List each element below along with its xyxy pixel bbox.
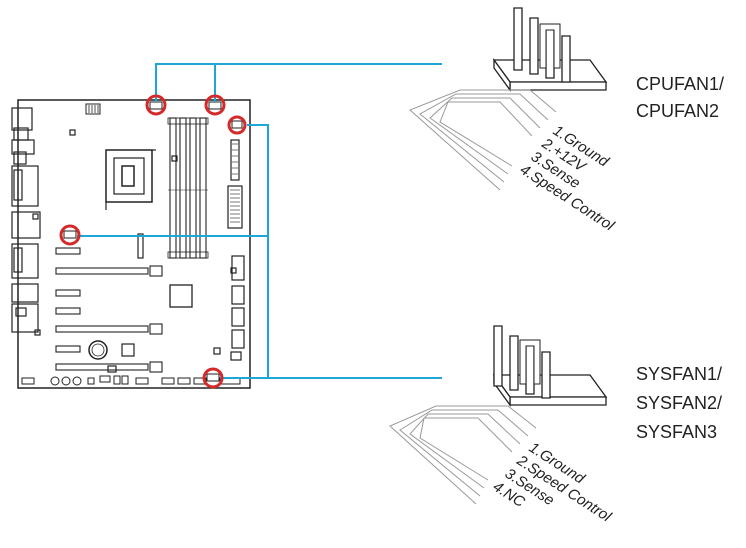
motherboard-outline: [17, 99, 251, 389]
cpufan-pin-1: [513, 7, 523, 71]
m2-slot: [137, 233, 144, 259]
cpufan-pin-labels: 1.Ground 2.+12V 3.Sense 4.Speed Control: [517, 122, 618, 235]
sysfan-connector-drawing: [389, 325, 608, 505]
motherboard: [11, 99, 251, 389]
sysfan2-highlight: [59, 224, 81, 246]
pcie-slots: [55, 247, 163, 373]
cpufan-pin-2: [529, 17, 539, 75]
onboard-fan-headers: [63, 101, 243, 382]
cmos-battery: [88, 340, 108, 360]
cpufan-leader-lines: [409, 89, 557, 191]
rear-io-panel: [11, 107, 41, 333]
cpufan1-highlight: [145, 94, 167, 116]
sysfan1-highlight: [227, 115, 247, 135]
highlight-rings: [59, 94, 247, 389]
cpufan-callout-line: [155, 63, 442, 102]
sysfan-connector-name-1: SYSFAN1/: [636, 364, 723, 384]
cpufan-connector-name-2: CPUFAN2: [636, 101, 720, 121]
sysfan-connector-name-2: SYSFAN2/: [636, 393, 723, 413]
cpufan2-header: [208, 101, 222, 110]
cpufan-connector-drawing: [409, 7, 608, 191]
cpu-power-connector: [85, 103, 101, 115]
chipset: [169, 284, 193, 308]
sysfan-pin-1: [493, 325, 503, 387]
sysfan-leader-lines: [389, 405, 537, 505]
sysfan3-highlight: [202, 367, 224, 389]
cpufan-connector-name-1: CPUFAN1/: [636, 74, 725, 94]
sysfan-pin-labels: 1.Ground 2.Speed Control 3.Sense 4.NC: [490, 439, 615, 526]
dimm-slots: [167, 117, 209, 259]
cpu-socket: [105, 149, 156, 210]
cpufan2-highlight: [204, 94, 226, 116]
sysfan3-header: [206, 373, 220, 382]
cpufan-pin-4: [561, 35, 571, 83]
callout-lines: [77, 63, 442, 379]
cpufan-pin-3: [545, 25, 555, 79]
sysfan-connector-name-3: SYSFAN3: [636, 422, 718, 442]
bottom-headers: [21, 375, 241, 386]
cpufan1-header: [149, 101, 163, 110]
sysfan-callout-line: [247, 124, 442, 379]
sysfan-pin-2: [509, 335, 519, 391]
cpu-power-pins: [88, 105, 99, 113]
cpufan-latch: [539, 23, 561, 69]
sysfan2-header: [63, 230, 77, 239]
sysfan1-header: [231, 120, 243, 129]
atx-power-connector: [227, 185, 243, 229]
ide-header: [230, 139, 240, 181]
sysfan-latch: [519, 339, 541, 385]
sysfan-pin-4: [541, 351, 551, 399]
sysfan-pin-3: [525, 341, 535, 395]
